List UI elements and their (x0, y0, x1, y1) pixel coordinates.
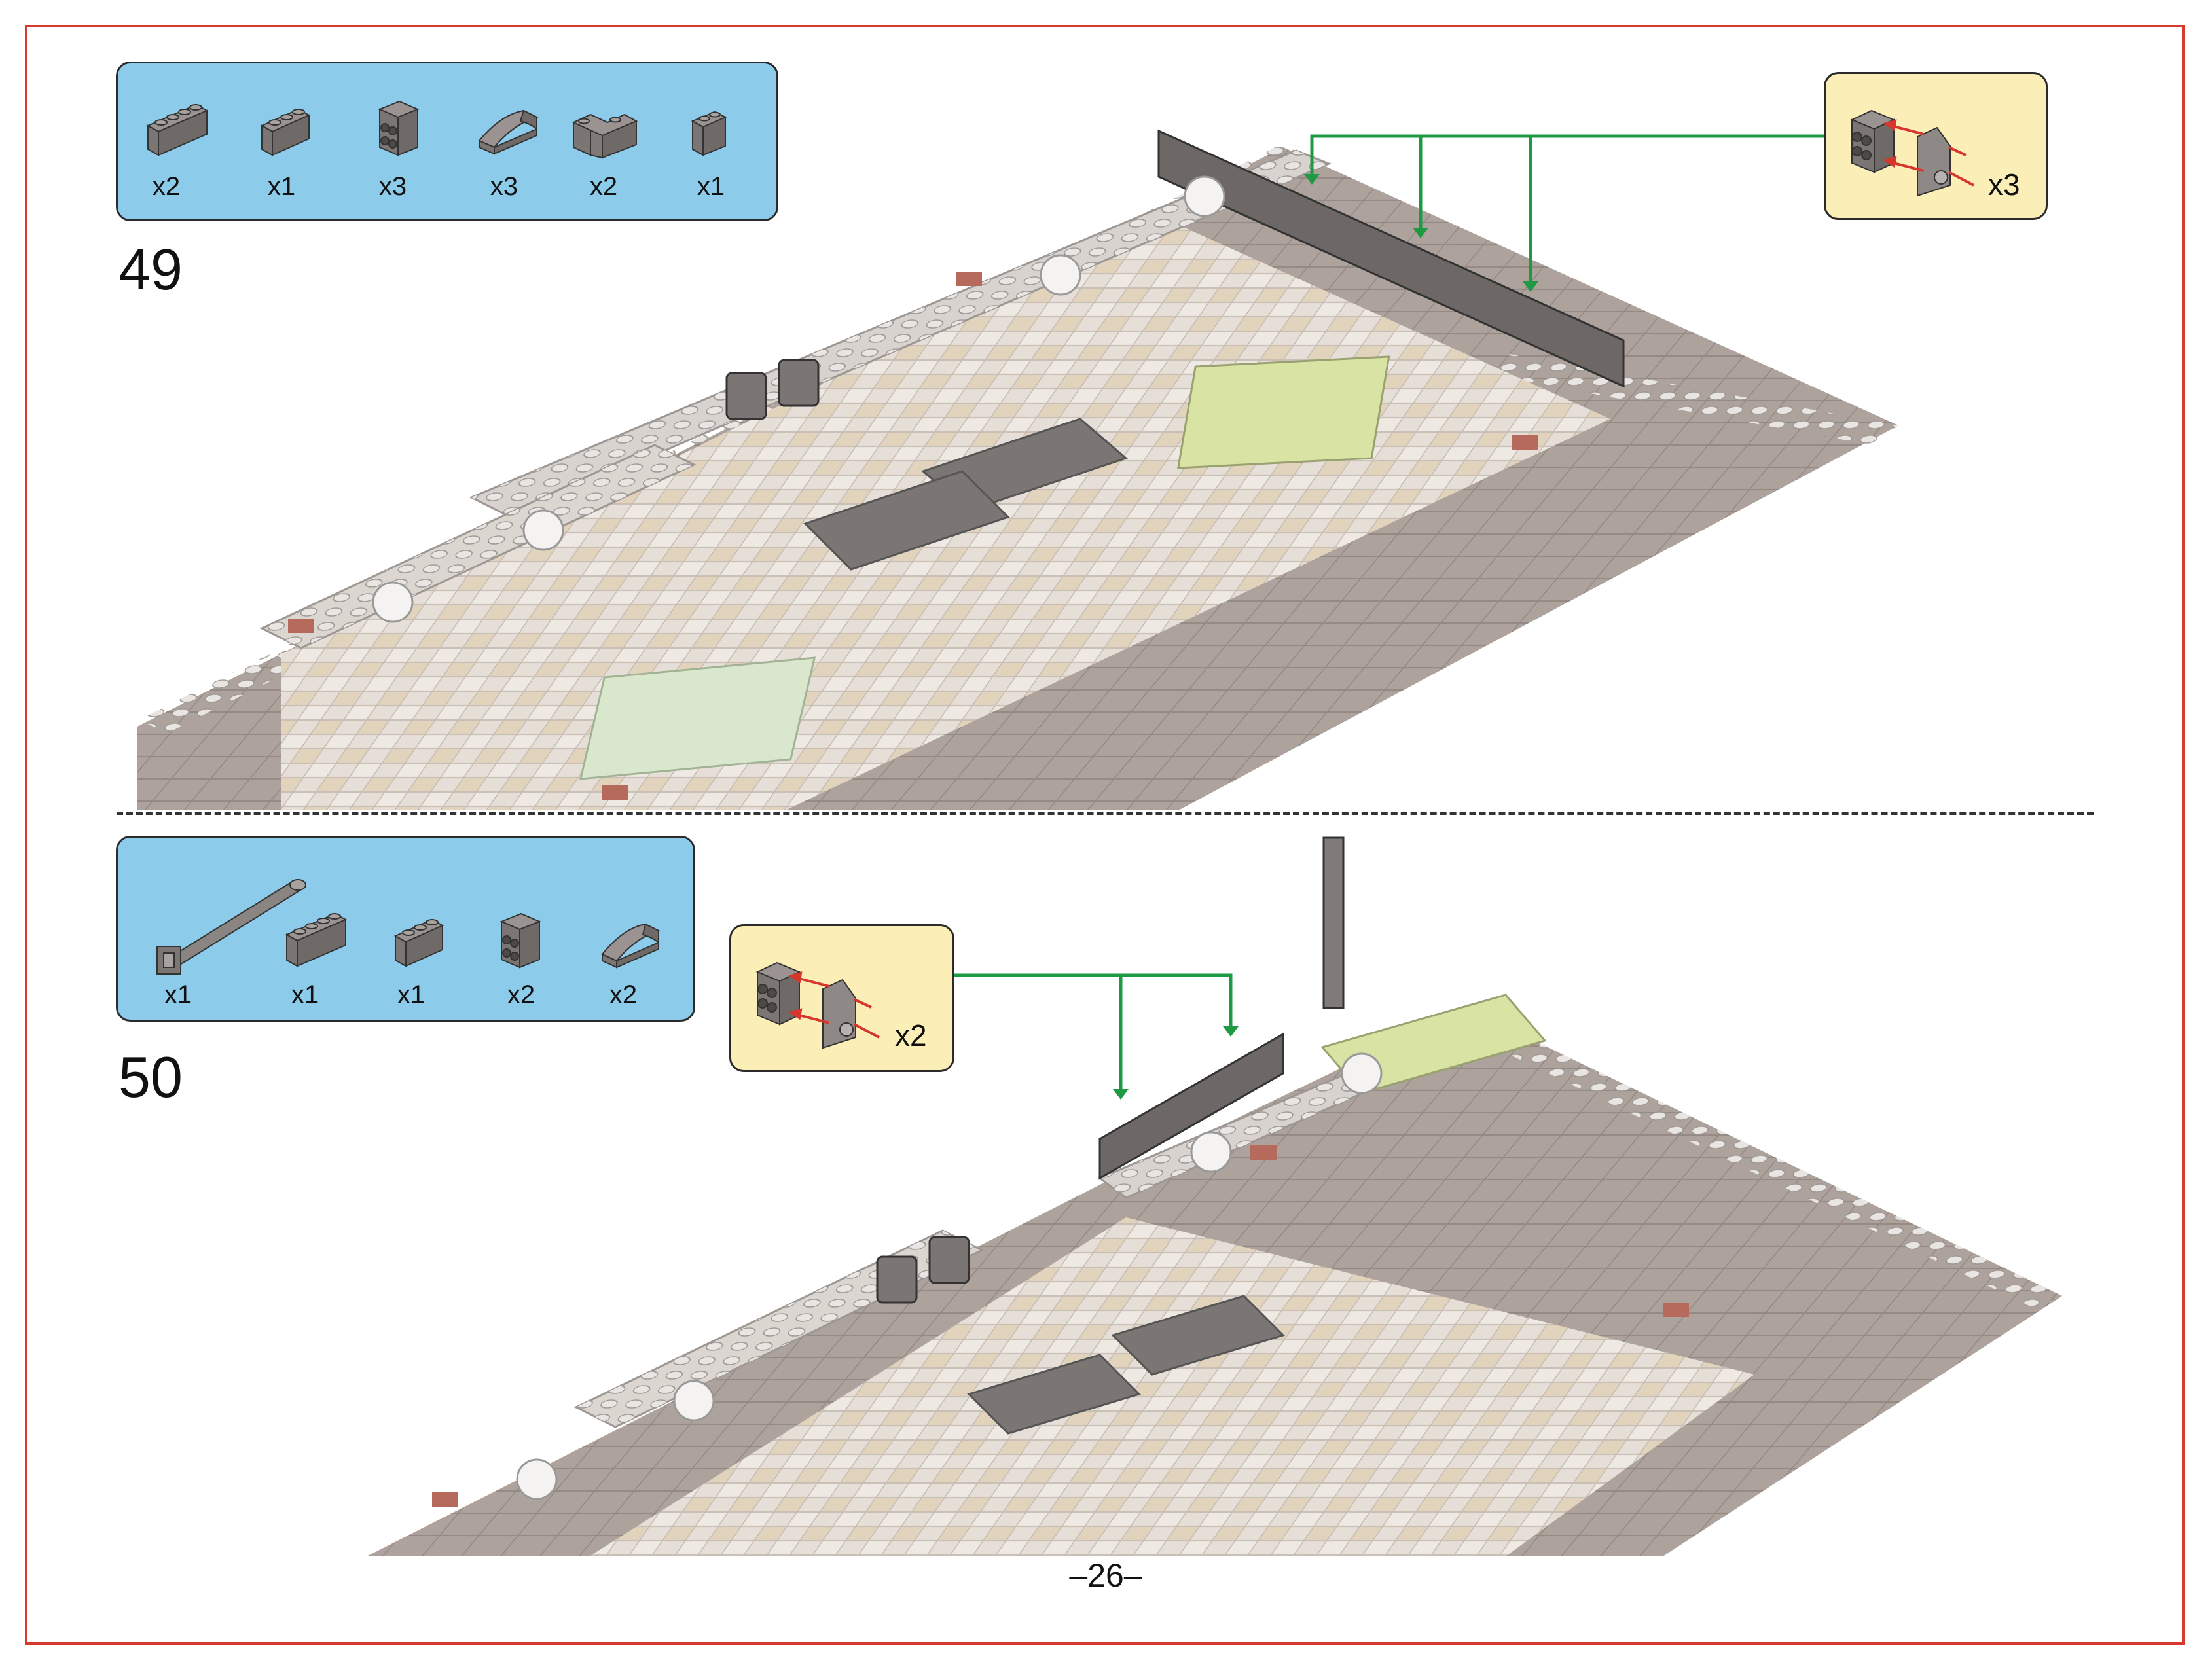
step-number-50: 50 (118, 1045, 183, 1109)
parts-icons (156, 879, 661, 975)
slope-curved-icon (478, 109, 539, 155)
slope-curved-icon (601, 923, 661, 969)
page-number: –26– (1069, 1557, 1142, 1594)
parts-list-step-49: x2 x1 x3 x3 x2 x1 (116, 62, 778, 221)
callout-arrows-50 (954, 973, 1233, 1092)
brick-2x2-studs-side-icon (499, 912, 541, 969)
brick-corner-icon (571, 113, 638, 159)
brick-2x2-studs-side-icon (378, 100, 420, 156)
step-divider (117, 812, 2094, 815)
part-qty-4: x2 (507, 980, 535, 1009)
brick-1x2-icon (691, 111, 727, 156)
part-qty-6: x1 (697, 172, 725, 201)
parts-list-step-50: x1 x1 x1 x2 x2 (116, 836, 695, 1022)
callout-step-49: x3 (1824, 72, 2048, 220)
part-qty-4: x3 (490, 172, 518, 201)
brick-1x3-icon (260, 108, 311, 156)
model-step-50 (367, 836, 2062, 1556)
dark-wall-row (1157, 129, 1625, 388)
part-qty-1: x2 (152, 172, 181, 201)
side-stud-assembly-icon (755, 961, 880, 1049)
brick-1x4-icon (285, 912, 348, 967)
callout-arrows-49 (1310, 134, 1824, 284)
part-qty-1: x1 (164, 980, 192, 1009)
page-border (25, 25, 2185, 1645)
dark-wall-row (1098, 1032, 1284, 1180)
side-stud-assembly-icon (1850, 109, 1974, 197)
parts-icons (146, 100, 727, 159)
part-qty-2: x1 (291, 980, 319, 1009)
model-step-49 (137, 129, 1898, 810)
brick-1x3-icon (393, 918, 444, 967)
part-qty-5: x2 (589, 172, 618, 201)
bar-post (1322, 836, 1345, 1009)
callout-step-50: x2 (729, 924, 954, 1072)
part-qty-3: x3 (378, 172, 407, 201)
bar-with-clip-icon (156, 879, 306, 975)
callout-qty-49: x3 (1988, 168, 2020, 202)
callout-qty-50: x2 (895, 1018, 927, 1052)
step-number-49: 49 (118, 237, 183, 302)
brick-1x4-icon (146, 103, 209, 156)
part-qty-3: x1 (397, 980, 426, 1009)
part-qty-5: x2 (609, 980, 638, 1009)
part-qty-2: x1 (267, 172, 296, 201)
